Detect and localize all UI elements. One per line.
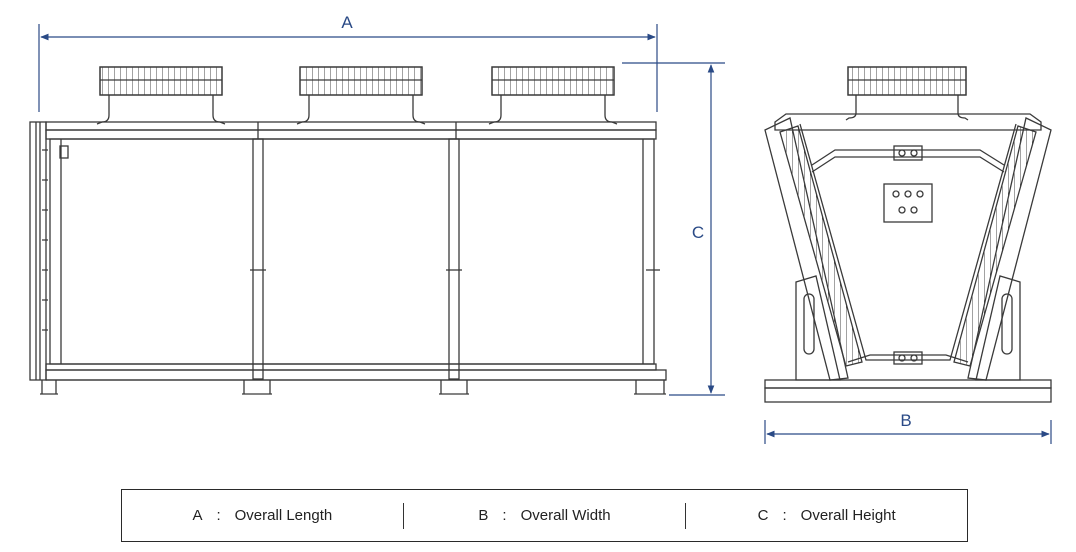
fan-unit-3 — [488, 66, 618, 125]
legend-separator: : — [216, 507, 221, 524]
legend-label-b: Overall Width — [520, 507, 611, 524]
side-view — [764, 66, 1052, 403]
dimension-legend: A : Overall Length B : Overall Width C :… — [121, 489, 968, 542]
dimension-label-a: A — [341, 13, 353, 32]
fan-unit-1 — [96, 66, 226, 125]
legend-separator: : — [782, 507, 787, 524]
dimension-label-c: C — [692, 223, 704, 242]
legend-item-c: C : Overall Height — [686, 490, 967, 541]
legend-item-b: B : Overall Width — [404, 490, 685, 541]
legend-key-b: B — [478, 507, 489, 524]
dimension-lines — [38, 24, 1052, 444]
legend-separator: : — [502, 507, 507, 524]
legend-item-a: A : Overall Length — [122, 490, 403, 541]
legend-label-c: Overall Height — [800, 507, 896, 524]
front-view — [29, 66, 667, 395]
legend-key-a: A — [192, 507, 203, 524]
legend-divider — [402, 502, 405, 529]
legend-label-a: Overall Length — [234, 507, 333, 524]
fan-unit-2 — [296, 66, 426, 125]
legend-key-c: C — [757, 507, 769, 524]
legend-divider — [684, 502, 687, 529]
dimension-label-b: B — [900, 411, 911, 430]
technical-drawing: A C B — [29, 13, 1052, 444]
